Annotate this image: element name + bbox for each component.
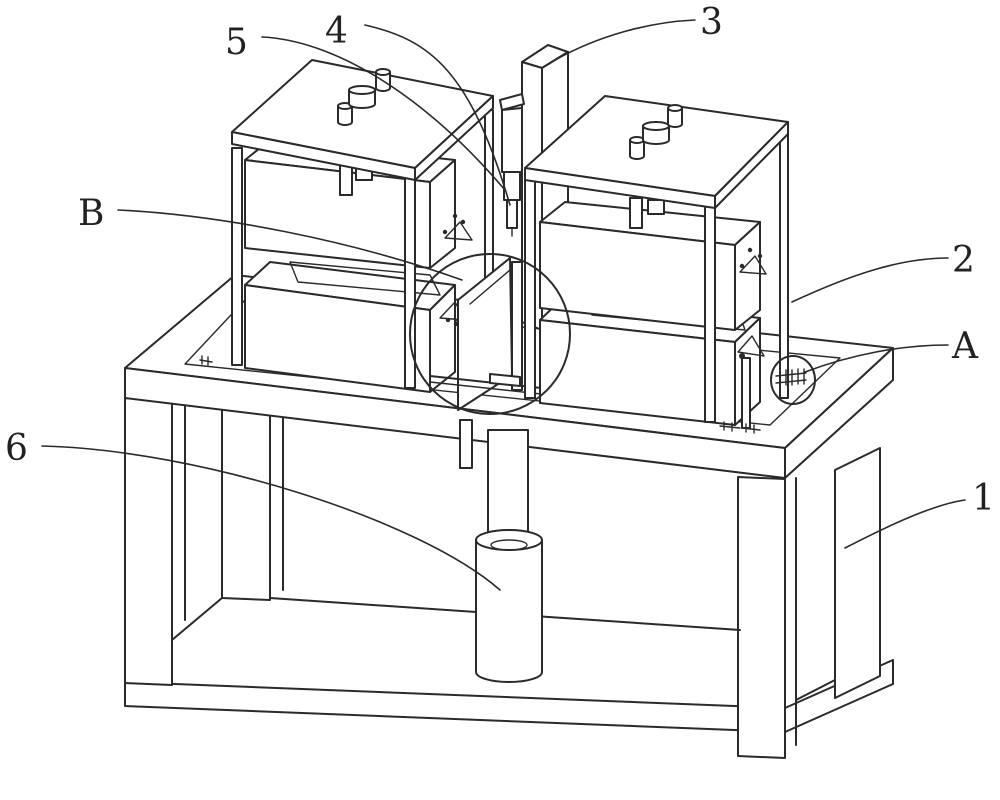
leader-4 xyxy=(364,24,511,206)
detail-circle-a xyxy=(770,355,816,405)
leader-1 xyxy=(844,499,966,549)
label-6: 6 xyxy=(5,428,28,469)
leader-lines xyxy=(41,19,966,591)
center-form-plate xyxy=(429,257,561,411)
leader-5 xyxy=(261,36,506,191)
leader-2 xyxy=(791,257,949,303)
leader-b xyxy=(117,209,463,281)
label-2: 2 xyxy=(952,240,975,281)
label-1: 1 xyxy=(972,478,995,519)
label-3: 3 xyxy=(700,2,723,43)
callout-labels: 1 2 3 4 5 6 A B xyxy=(5,2,995,519)
label-b: B xyxy=(78,193,104,234)
leader-6 xyxy=(41,445,501,591)
right-press-unit xyxy=(524,95,789,429)
detail-circle-b xyxy=(409,253,571,415)
leader-3 xyxy=(554,19,696,61)
detail-markers xyxy=(199,253,816,434)
lift-cylinder xyxy=(459,419,543,683)
label-a: A xyxy=(951,326,979,367)
label-5: 5 xyxy=(225,22,248,63)
label-4: 4 xyxy=(325,11,348,52)
leader-a xyxy=(804,344,949,373)
left-press-unit xyxy=(231,59,494,393)
